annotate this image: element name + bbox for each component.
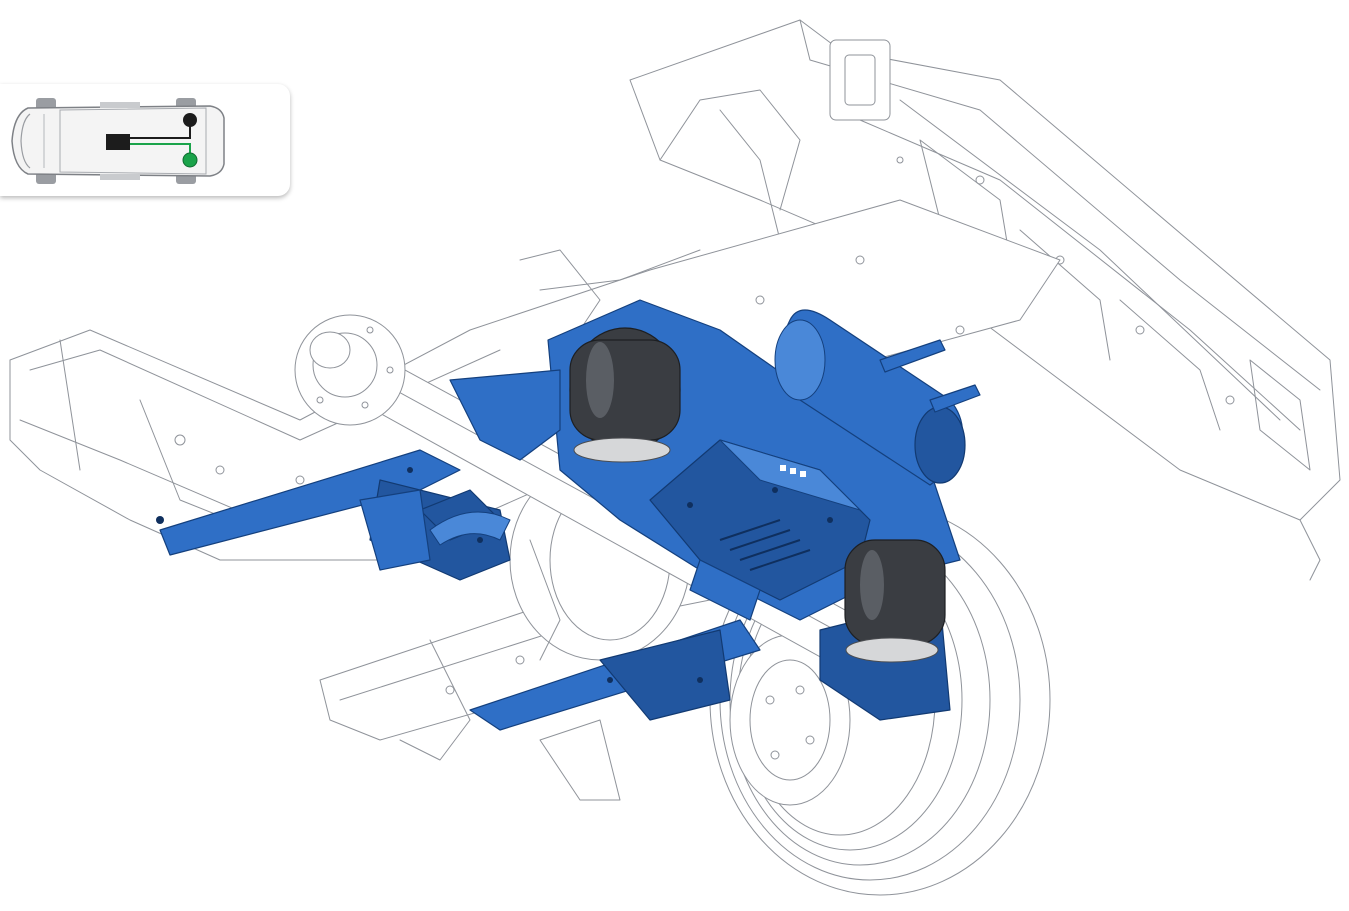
right-leaf-spring: [469, 619, 761, 731]
air-tank: [774, 309, 981, 486]
wheel-hub: [294, 314, 406, 426]
van-top-view-icon: [11, 98, 225, 184]
right-air-spring: [844, 539, 946, 663]
compressor-box: [780, 465, 806, 477]
vehicle-layout-inset: [0, 84, 290, 196]
valve-dot-green-icon: [182, 152, 198, 168]
valve-dot-black-icon: [183, 113, 197, 127]
leaf-spring-bracket: [359, 489, 511, 571]
left-air-spring: [569, 327, 681, 463]
air-line-black-icon: [130, 124, 191, 139]
air-tank-block-icon: [106, 134, 130, 150]
